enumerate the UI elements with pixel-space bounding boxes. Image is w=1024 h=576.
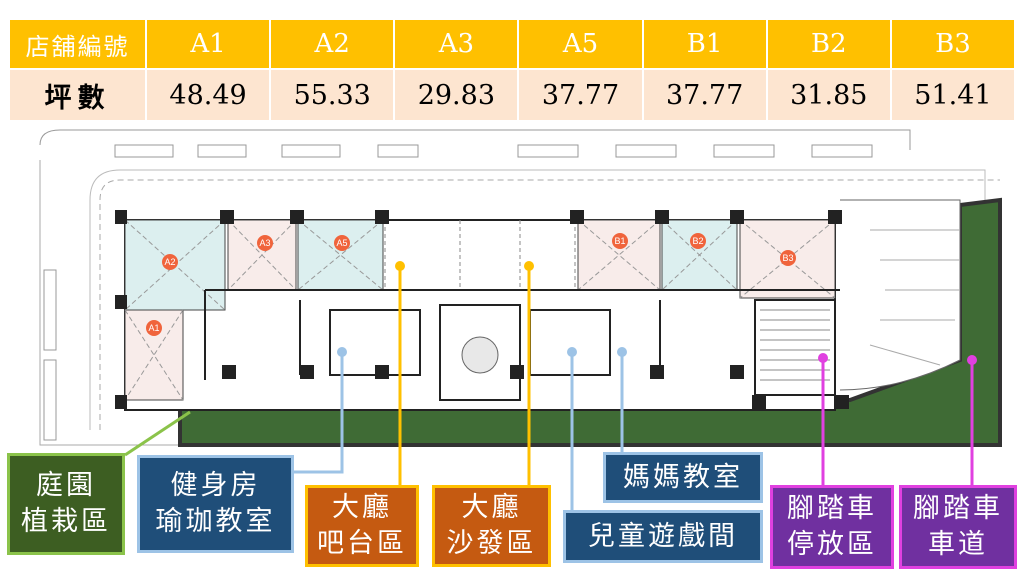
unit-id: A3 <box>393 18 520 70</box>
label-bike-parking: 腳踏車 停放區 <box>770 485 894 569</box>
label-line: 停放區 <box>787 529 877 560</box>
svg-text:A5: A5 <box>336 238 347 248</box>
label-line: 大廳 <box>461 492 522 523</box>
unit-area-table: 店舖編號 A1 A2 A3 A5 B1 B2 B3 坪數 48.49 55.33… <box>8 18 1017 122</box>
label-line: 腳踏車 <box>913 493 1003 524</box>
unit-area: 37.77 <box>517 68 644 122</box>
unit-id: B3 <box>889 18 1017 70</box>
marker-a1: A1 <box>146 320 162 336</box>
label-mom-class: 媽媽教室 <box>603 452 763 503</box>
floor-plan: A2 A1 A3 A5 B1 B2 B3 <box>39 129 1002 447</box>
unit-area: 29.83 <box>393 68 520 122</box>
unit-area: 55.33 <box>269 68 396 122</box>
label-line: 健身房 <box>170 470 261 501</box>
marker-b2: B2 <box>690 233 706 249</box>
area-row: 坪數 48.49 55.33 29.83 37.77 37.77 31.85 5… <box>8 68 1017 122</box>
svg-text:B1: B1 <box>614 236 625 246</box>
label-lobby-bar: 大廳 吧台區 <box>305 485 419 567</box>
label-line: 車道 <box>928 529 988 560</box>
unit-area: 51.41 <box>889 68 1017 122</box>
marker-b1: B1 <box>612 233 628 249</box>
unit-id: A1 <box>144 18 272 70</box>
unit-id: A5 <box>517 18 644 70</box>
svg-text:B2: B2 <box>692 236 703 246</box>
value-label: 坪數 <box>8 68 147 122</box>
street-blocks <box>43 144 873 441</box>
unit-id: B1 <box>641 18 768 70</box>
stairs <box>760 309 830 381</box>
label-line: 瑜珈教室 <box>155 506 276 537</box>
svg-text:A2: A2 <box>164 257 175 267</box>
unit-area: 31.85 <box>765 68 892 122</box>
label-line: 庭園 <box>36 470 96 501</box>
header-label: 店舖編號 <box>8 18 147 70</box>
label-line: 吧台區 <box>317 528 407 559</box>
svg-text:B3: B3 <box>782 253 793 263</box>
label-garden: 庭園 植栽區 <box>7 453 125 555</box>
unit-area: 37.77 <box>641 68 768 122</box>
label-kids-room: 兒童遊戲間 <box>563 510 763 563</box>
label-line: 媽媽教室 <box>623 461 743 493</box>
label-line: 沙發區 <box>446 528 537 559</box>
unit-id: A2 <box>269 18 396 70</box>
label-line: 腳踏車 <box>787 493 877 524</box>
label-line: 植栽區 <box>21 506 111 537</box>
label-lobby-sofa: 大廳 沙發區 <box>432 485 551 567</box>
svg-text:A1: A1 <box>148 323 159 333</box>
label-line: 大廳 <box>332 492 392 523</box>
label-gym: 健身房 瑜珈教室 <box>137 455 294 553</box>
ramp-lines <box>869 229 960 366</box>
marker-b3: B3 <box>780 250 796 266</box>
marker-a3: A3 <box>257 235 273 251</box>
label-bike-lane: 腳踏車 車道 <box>899 485 1017 569</box>
unit-id: B2 <box>765 18 892 70</box>
unit-area: 48.49 <box>144 68 272 122</box>
unit-markers: A2 A1 A3 A5 B1 B2 B3 <box>146 233 796 336</box>
svg-text:A3: A3 <box>259 238 270 248</box>
lobby-feature <box>461 336 499 374</box>
shop-units <box>124 219 836 401</box>
marker-a2: A2 <box>162 254 178 270</box>
label-line: 兒童遊戲間 <box>588 520 738 552</box>
marker-a5: A5 <box>334 235 350 251</box>
header-row: 店舖編號 A1 A2 A3 A5 B1 B2 B3 <box>8 18 1017 70</box>
